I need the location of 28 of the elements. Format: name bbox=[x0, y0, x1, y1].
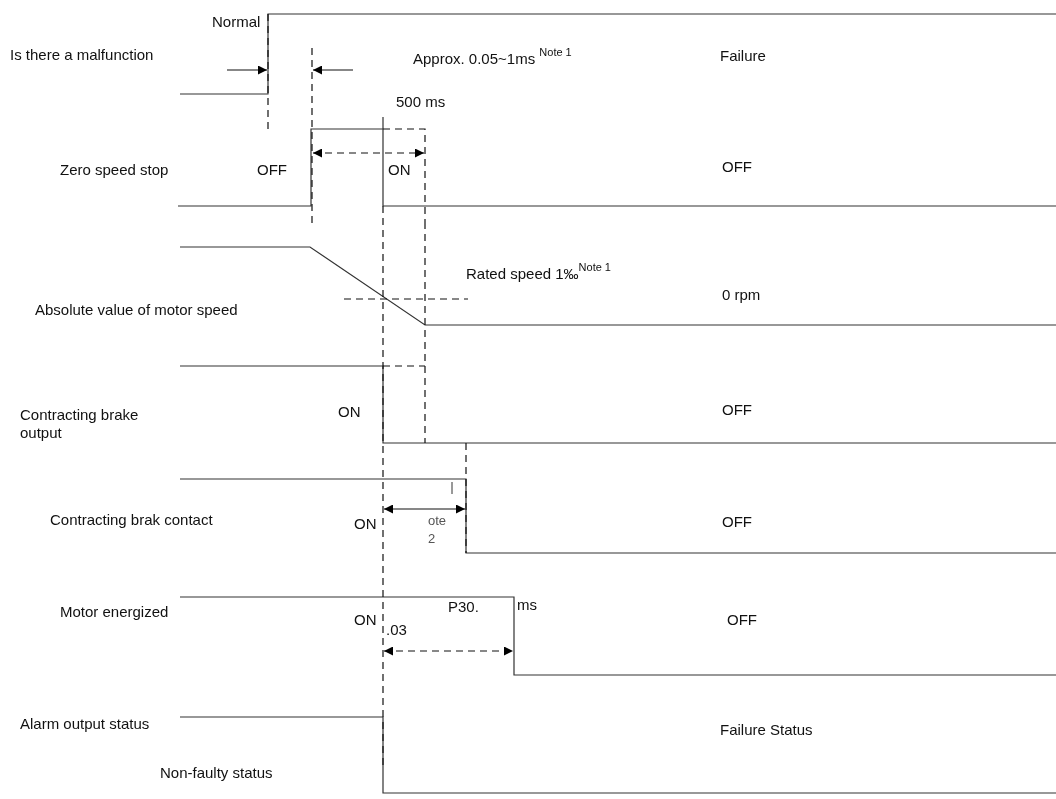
signal-label: Normal bbox=[212, 13, 261, 31]
signal-label: OFF bbox=[727, 611, 757, 629]
signal-label: Contracting brak contact bbox=[50, 511, 213, 529]
signal-label: ON bbox=[338, 403, 361, 421]
signal-label: 0 rpm bbox=[722, 286, 761, 304]
signal-label: 500 ms bbox=[396, 93, 446, 111]
signal-label: Failure bbox=[720, 47, 766, 65]
signal-label: Rated speed 1‰$^{Note 1}$ bbox=[466, 265, 611, 283]
signal-label: ON bbox=[388, 161, 411, 179]
signal-label: ON bbox=[354, 515, 377, 533]
signal-label: ms bbox=[517, 596, 537, 614]
signal-label: Motor energized bbox=[60, 603, 169, 621]
signal-label: ON bbox=[354, 611, 377, 629]
signal-label: P30. bbox=[448, 598, 479, 616]
signal-label: Approx. 0.05~1ms $^{Note 1}$ bbox=[413, 50, 572, 68]
signal-label: Zero speed stop bbox=[60, 161, 169, 179]
signal-label: OFF bbox=[257, 161, 287, 179]
signal-label: Non-faulty status bbox=[160, 764, 273, 782]
signal-label: .03 bbox=[386, 621, 407, 639]
signal-label: Alarm output status bbox=[20, 715, 150, 733]
signal-label: ote 2 bbox=[428, 512, 448, 548]
signal-label: Is there a malfunction bbox=[10, 46, 154, 64]
signal-label: OFF bbox=[722, 158, 752, 176]
signal-label: Absolute value of motor speed bbox=[35, 301, 238, 319]
signal-label: OFF bbox=[722, 401, 752, 419]
signal-label: Failure Status bbox=[720, 721, 813, 739]
signal-label: Contracting brake output bbox=[20, 406, 140, 442]
signal-label: OFF bbox=[722, 513, 752, 531]
